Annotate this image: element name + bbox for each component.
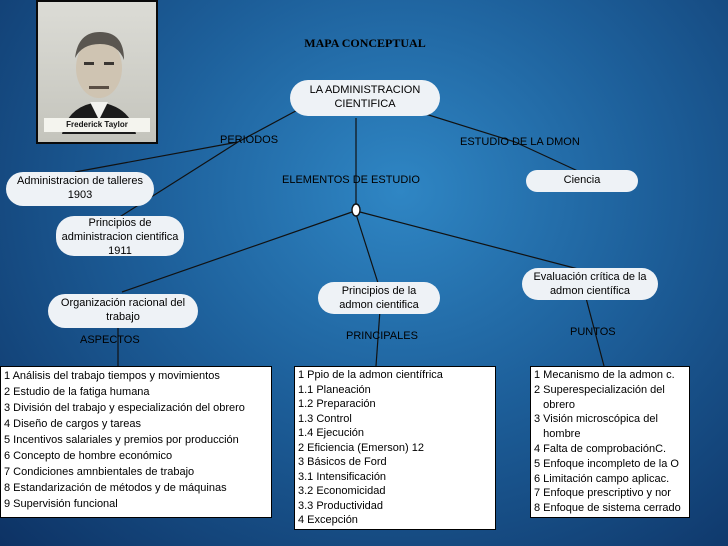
- node-talleres-line2: 1903: [67, 189, 93, 201]
- list-item: 2 Estudio de la fatiga humana: [4, 386, 150, 398]
- list-item: 1 Mecanismo de la admon c.: [534, 369, 675, 381]
- list-item: 3 Visión microscópica del: [534, 413, 658, 426]
- line-root-periodos: [237, 105, 306, 143]
- node-talleres: Administracion de talleres 1903: [6, 172, 154, 206]
- list-item: 3.1 Intensificación: [298, 470, 387, 483]
- list-item: 3 División del trabajo y especialización…: [4, 402, 245, 414]
- node-principios-admon-line1: Principios de la: [341, 285, 417, 297]
- node-principios-admon-line2: admon cientifica: [339, 299, 419, 311]
- list-item: 2 Eficiencia (Emerson) 12: [298, 441, 424, 454]
- line-principios-principales: [375, 309, 381, 367]
- list-item: 3.2 Economicidad: [298, 485, 386, 497]
- link-label-principales: PRINCIPALES: [346, 330, 418, 342]
- list-item: 1.3 Control: [298, 412, 352, 425]
- principales-list-box: 1 Ppio de la admon científrica 1.1 Plane…: [294, 366, 496, 530]
- node-evaluacion-line2: admon científica: [549, 285, 631, 297]
- line-estudio-ciencia: [514, 141, 581, 173]
- node-organizacion-line1: Organización racional del: [60, 297, 186, 309]
- puntos-list-box: 1 Mecanismo de la admon c. 2 Superespeci…: [530, 366, 690, 518]
- list-item: 8 Enfoque de sistema cerrado: [534, 502, 681, 515]
- link-label-aspectos: ASPECTOS: [80, 334, 140, 346]
- aspectos-list-box: 1 Análisis del trabajo tiempos y movimie…: [0, 366, 272, 518]
- list-item: 1.2 Preparación: [298, 398, 376, 410]
- link-label-puntos: PUNTOS: [570, 326, 616, 338]
- node-organizacion: Organización racional del trabajo: [48, 294, 198, 328]
- list-item: 6 Limitación campo aplicac.: [534, 472, 670, 485]
- list-item: 4 Falta de comprobaciónC.: [534, 442, 667, 455]
- line-elementos-organizacion: [121, 211, 353, 293]
- list-item: 2 Superespecialización del: [534, 383, 665, 396]
- list-item: 6 Concepto de hombre económico: [4, 450, 173, 462]
- list-item: 8 Estandarización de métodos y de máquin…: [4, 482, 227, 494]
- node-talleres-line1: Administracion de talleres: [17, 175, 143, 187]
- portrait-photo: Frederick Taylor: [36, 0, 158, 144]
- link-label-estudio-dmon: ESTUDIO DE LA DMON: [460, 136, 580, 148]
- portrait-caption: Frederick Taylor: [44, 118, 150, 132]
- line-periodos-talleres: [74, 141, 239, 173]
- line-evaluacion-puntos: [585, 297, 605, 367]
- node-principios-admon: Principios de la admon cientifica: [318, 282, 440, 314]
- list-item: 4 Excepción: [298, 514, 358, 526]
- node-organizacion-line2: trabajo: [106, 311, 140, 323]
- list-item: 1.1 Planeación: [298, 383, 371, 396]
- node-evaluacion: Evaluación crítica de la admon científic…: [522, 268, 658, 300]
- line-elementos-principios: [355, 213, 379, 284]
- root-node-line2: CIENTIFICA: [334, 98, 396, 110]
- line-elementos-evaluacion: [359, 211, 583, 271]
- node-evaluacion-line1: Evaluación crítica de la: [533, 271, 647, 283]
- link-label-elementos-estudio: ELEMENTOS DE ESTUDIO: [282, 174, 420, 186]
- node-ciencia: Ciencia: [526, 170, 638, 192]
- page-title: MAPA CONCEPTUAL: [304, 36, 426, 50]
- list-item: 3 Básicos de Ford: [298, 456, 387, 468]
- list-item: 1 Ppio de la admon científrica: [298, 369, 443, 381]
- list-item: 3.3 Productividad: [298, 499, 383, 512]
- list-item: 7 Condiciones amnbientales de trabajo: [4, 466, 195, 478]
- node-principios-administracion: Principios de administracion cientifica …: [56, 216, 184, 257]
- list-item: 5 Enfoque incompleto de la O: [534, 457, 679, 470]
- list-item: obrero: [534, 398, 575, 411]
- list-item: 7 Enfoque prescriptivo y nor: [534, 487, 671, 500]
- link-label-periodos: PERIODOS: [220, 134, 279, 146]
- list-item: hombre: [534, 428, 581, 441]
- node-principios-adm-line2: administracion cientifica: [61, 231, 179, 243]
- list-item: 1.4 Ejecución: [298, 427, 365, 439]
- list-item: 1 Análisis del trabajo tiempos y movimie…: [4, 370, 220, 382]
- list-item: 9 Supervisión funcional: [4, 498, 118, 510]
- node-ciencia-label: Ciencia: [563, 174, 601, 186]
- root-node-line1: LA ADMINISTRACION: [309, 84, 421, 96]
- junction-node: [351, 203, 361, 217]
- node-principios-adm-line1: Principios de: [88, 217, 152, 229]
- root-node: LA ADMINISTRACION CIENTIFICA: [290, 80, 440, 116]
- list-item: 5 Incentivos salariales y premios por pr…: [4, 434, 239, 446]
- node-principios-adm-line3: 1911: [108, 245, 132, 257]
- list-item: 4 Diseño de cargos y tareas: [4, 418, 141, 430]
